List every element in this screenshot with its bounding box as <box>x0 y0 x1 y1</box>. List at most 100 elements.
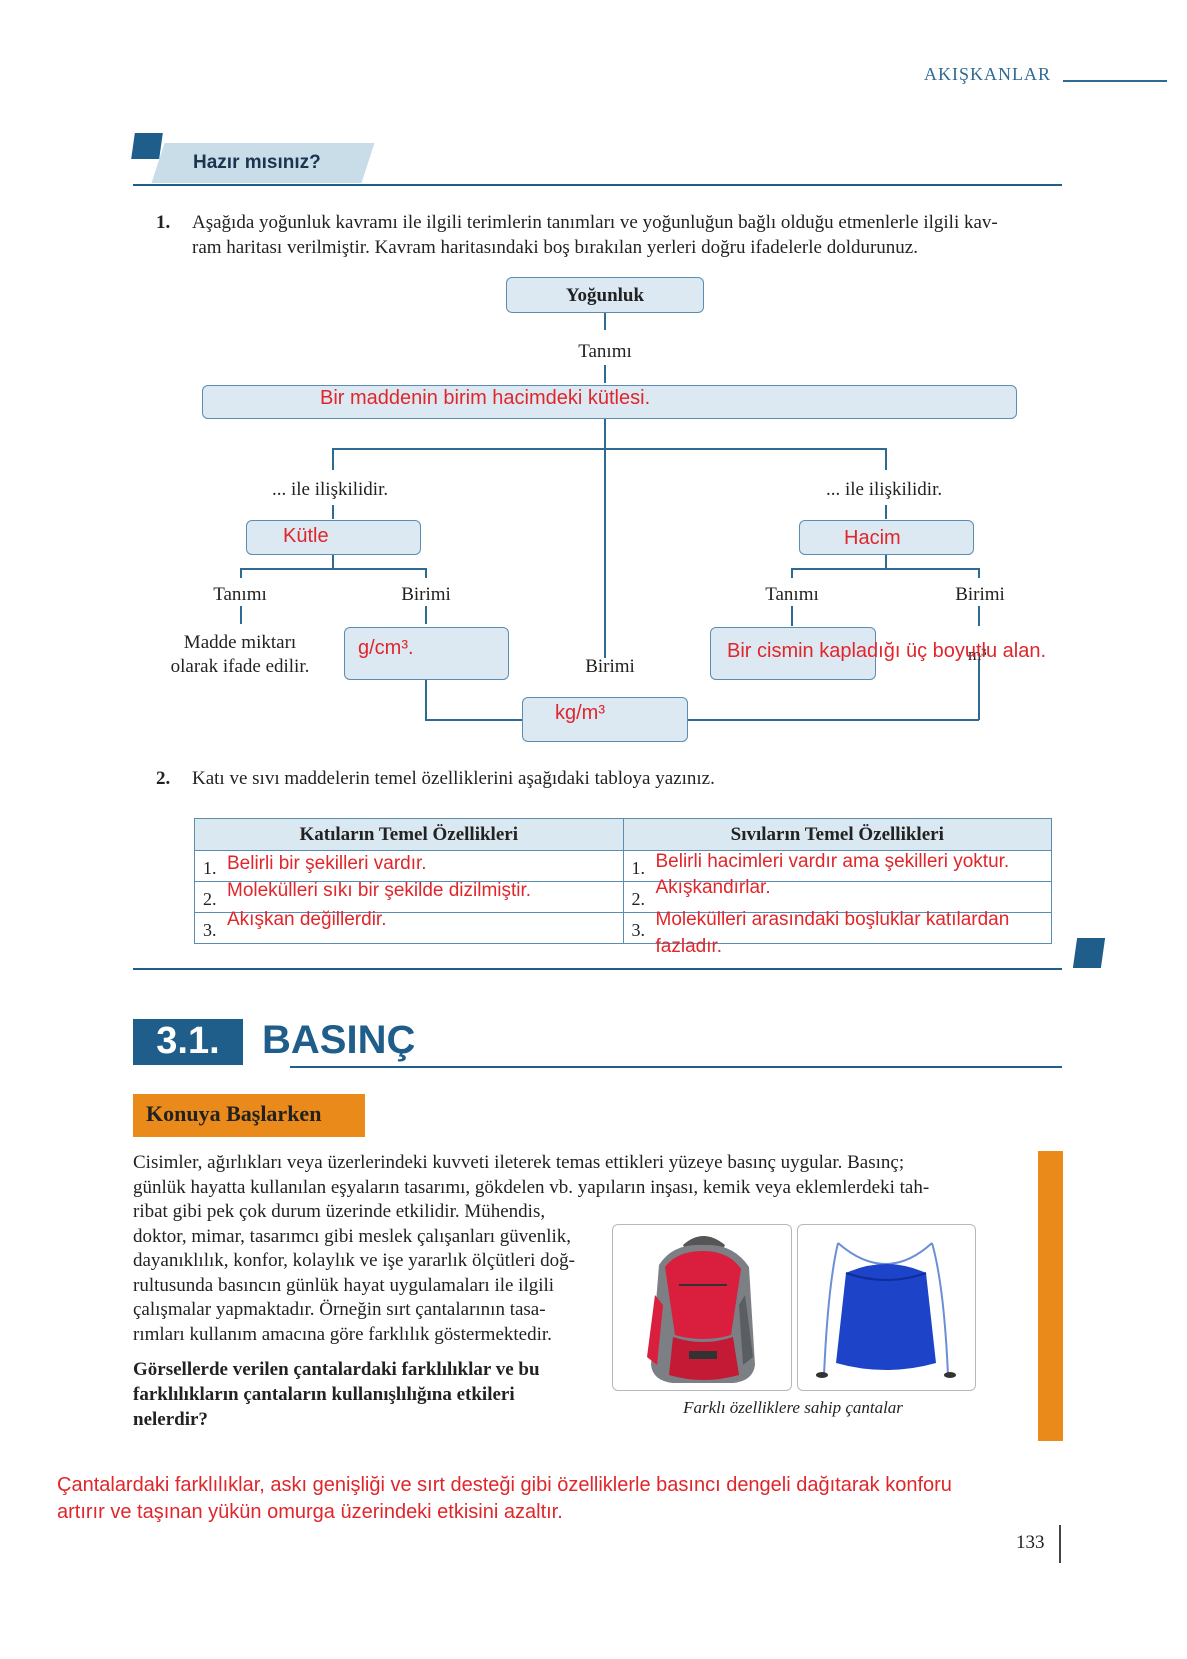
section-bottom-rule <box>133 968 1062 970</box>
connector <box>332 448 886 450</box>
connector <box>332 553 334 569</box>
properties-table: Katıların Temel Özellikleri Sıvıların Te… <box>194 818 1052 957</box>
connector <box>978 606 980 626</box>
volume-def-box <box>710 627 876 680</box>
connector <box>604 312 606 330</box>
right-related-label: ... ile ilişkilidir. <box>826 479 943 500</box>
mass-box <box>246 520 421 555</box>
page-number: 133 <box>1016 1532 1045 1553</box>
liquid-answer: Belirli hacimleri vardır ama şekilleri y… <box>655 851 1010 872</box>
answer-line2: artırır ve taşınan yükün omurga üzerinde… <box>57 1501 563 1523</box>
density-unit-box <box>522 697 688 742</box>
row-number: 2. <box>203 889 217 909</box>
connector <box>978 660 980 720</box>
liquid-answer: Molekülleri arasındaki boşluklar katılar… <box>655 909 1010 957</box>
left-related-label: ... ile ilişkilidir. <box>272 479 389 500</box>
intro-line: çalışmalar yapmaktadır. Örneğin sırt çan… <box>133 1299 546 1320</box>
intro-line: rultusunda basıncın günlük hayat uygulam… <box>133 1275 555 1296</box>
right-def-label: Tanımı <box>765 584 819 605</box>
connector <box>240 568 242 578</box>
connector <box>978 568 980 578</box>
table-row: 3. Akışkan değillerdir. 3. Molekülleri ara… <box>194 909 1052 957</box>
mass-unit-box <box>344 627 509 680</box>
connector <box>885 553 887 569</box>
drawstring-bag-image <box>797 1224 976 1391</box>
table-cell: 3. Molekülleri arasındaki boşluklar katıl… <box>622 909 1052 957</box>
header-rule <box>1063 80 1167 82</box>
backpack-icon <box>647 1236 755 1383</box>
left-def-line2: olarak ifade edilir. <box>170 656 310 677</box>
connector <box>791 568 793 578</box>
connector <box>240 606 242 624</box>
intro-line: rımları kullanım amacına göre farklılık … <box>133 1324 552 1345</box>
connector <box>885 448 887 470</box>
section-number: 3.1. <box>156 1020 220 1062</box>
mass-unit-answer: g/cm³. <box>358 637 414 659</box>
solid-answer: Belirli bir şekilleri vardır. <box>227 853 427 874</box>
q1-text-line2: ram haritası verilmiştir. Kavram haritas… <box>192 237 918 258</box>
connector <box>885 505 887 519</box>
intro-question-line: farklılıkların çantaların kullanışlılığı… <box>133 1384 515 1405</box>
table-header-row: Katıların Temel Özellikleri Sıvıların Te… <box>194 818 1052 851</box>
connector <box>604 365 606 383</box>
intro-question-line: nelerdir? <box>133 1409 208 1430</box>
connector <box>240 568 426 570</box>
connector <box>604 418 606 658</box>
intro-label-box <box>133 1094 365 1137</box>
row-number: 1. <box>203 858 217 878</box>
connector <box>425 568 427 578</box>
corner-square <box>1072 938 1106 968</box>
liquid-answer: Akışkandırlar. <box>655 877 771 898</box>
volume-def-answer: Bir cismin kapladığı üç boyutlu alan. <box>727 640 1047 662</box>
solid-answer: Molekülleri sıkı bir şekilde dizilmiştir… <box>227 880 532 901</box>
row-number: 2. <box>631 889 646 909</box>
orange-side-bar <box>1038 1151 1063 1441</box>
root-box <box>506 277 704 313</box>
density-unit-answer: kg/m³ <box>555 702 605 724</box>
table-cell: 1. Belirli bir şekilleri vardır. <box>194 850 624 882</box>
intro-line: ribat gibi pek çok durum üzerinde etkili… <box>133 1201 546 1222</box>
connector <box>791 568 979 570</box>
intro-label: Konuya Başlarken <box>146 1101 322 1126</box>
left-def-line1: Madde miktarı <box>183 632 297 653</box>
section-number-box <box>133 1019 243 1065</box>
chapter-title: AKIŞKANLAR <box>924 64 1051 84</box>
drawstring-bag-icon <box>816 1242 956 1378</box>
liquids-header: Sıvıların Temel Özellikleri <box>622 818 1052 851</box>
solids-header: Katıların Temel Özellikleri <box>194 818 624 851</box>
volume-answer: Hacim <box>844 527 901 549</box>
table-cell: 3. Akışkan değillerdir. <box>194 909 624 944</box>
center-unit-label: Birimi <box>585 656 635 677</box>
row-number: 3. <box>203 920 217 940</box>
left-def-label: Tanımı <box>213 584 267 605</box>
image-caption: Farklı özelliklere sahip çantalar <box>683 1398 903 1417</box>
answer-line1: Çantalardaki farklılıklar, askı genişliğ… <box>57 1474 952 1496</box>
intro-line: günlük hayatta kullanılan eşyaların tasa… <box>133 1177 930 1198</box>
right-unit-label: Birimi <box>955 584 1005 605</box>
connector <box>686 719 979 721</box>
q1-text-line1: Aşağıda yoğunluk kavramı ile ilgili teri… <box>192 212 998 233</box>
volume-box <box>799 520 974 555</box>
mass-answer: Kütle <box>283 525 329 547</box>
row-number: 1. <box>631 858 646 878</box>
connector <box>332 505 334 519</box>
solid-answer: Akışkan değillerdir. <box>227 909 387 930</box>
backpack-image <box>612 1224 792 1391</box>
banner-square <box>131 133 163 159</box>
row-number: 3. <box>631 920 646 940</box>
page-number-rule <box>1059 1525 1061 1563</box>
q2-number: 2. <box>156 768 171 789</box>
volume-unit-text: m³ <box>968 645 987 664</box>
section-title: BASINÇ <box>262 1018 416 1062</box>
table-cell: 2. Molekülleri sıkı bir şekilde dizilmişt… <box>194 880 624 913</box>
intro-line: dayanıklılık, konfor, kolaylık ve işe ya… <box>133 1250 575 1271</box>
left-unit-label: Birimi <box>401 584 451 605</box>
connector <box>791 606 793 626</box>
ready-label: Hazır mısınız? <box>193 152 321 173</box>
connector <box>425 678 427 720</box>
q2-text: Katı ve sıvı maddelerin temel özellikler… <box>192 768 715 789</box>
definition-box <box>202 385 1017 419</box>
intro-line: doktor, mimar, tasarımcı gibi meslek çal… <box>133 1226 572 1247</box>
intro-question-line: Görsellerde verilen çantalardaki farklıl… <box>133 1359 540 1380</box>
table-row: 1. Belirli bir şekilleri vardır. 1. Belirl… <box>194 850 1052 882</box>
